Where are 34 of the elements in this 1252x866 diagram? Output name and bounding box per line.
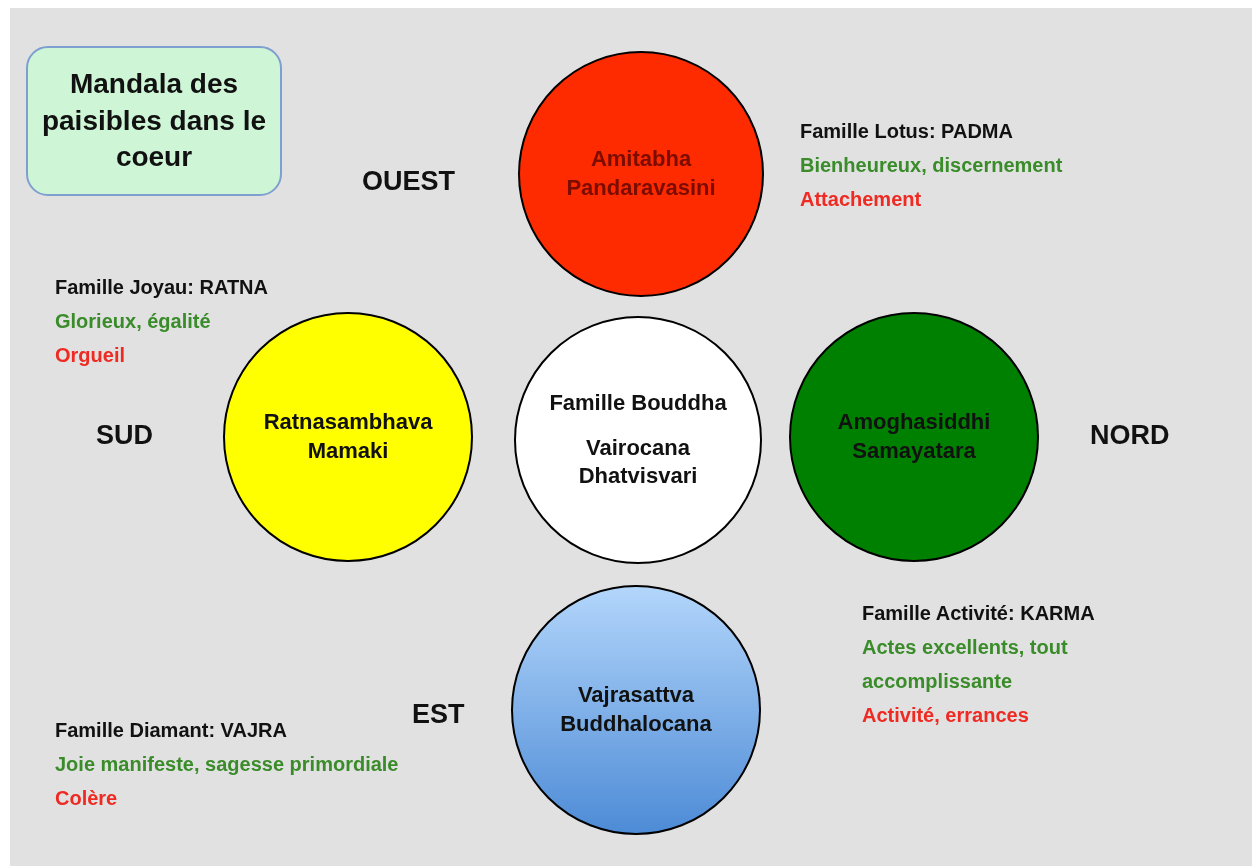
- circle-node: [511, 585, 761, 835]
- circle-text: Dhatvisvari: [578, 462, 698, 491]
- title-box: [26, 46, 282, 196]
- family-note: Attachement: [800, 187, 923, 212]
- circle-text: Pandaravasini: [566, 174, 716, 202]
- family-note: Orgueil: [55, 343, 126, 368]
- circle-node: [789, 312, 1039, 562]
- direction-label: SUD: [96, 420, 153, 451]
- circle-text: Amoghasiddhi: [837, 408, 991, 437]
- circle-node: [518, 51, 764, 297]
- family-note: Joie manifeste, sagesse primordiale: [55, 752, 399, 777]
- direction-label: EST: [412, 699, 465, 730]
- family-note: Famille Joyau: RATNA: [55, 275, 268, 300]
- circle-node: [514, 316, 762, 564]
- direction-label: NORD: [1090, 420, 1170, 451]
- circle-text: Amitabha: [590, 145, 692, 174]
- family-note: Bienheureux, discernement: [800, 153, 1063, 178]
- family-note: Glorieux, égalité: [55, 309, 212, 334]
- circle-text: Famille Bouddha: [549, 389, 727, 418]
- circle-text: Vairocana: [586, 433, 690, 462]
- family-note: Activité, errances: [862, 703, 1030, 728]
- circle-text: Samayatara: [852, 437, 976, 465]
- circle-text: Mamaki: [307, 437, 389, 465]
- circle-text: Buddhalocana: [560, 710, 712, 738]
- family-note: Famille Activité: KARMA: [862, 601, 1096, 626]
- family-note: Colère: [55, 786, 119, 811]
- circle-text: Ratnasambhava: [263, 408, 433, 437]
- circle-node: [223, 312, 473, 562]
- family-note: Famille Diamant: VAJRA: [55, 718, 288, 743]
- family-note: Actes excellents, tout accomplissante: [862, 635, 1069, 694]
- direction-label: OUEST: [362, 166, 455, 197]
- circle-text: Vajrasattva: [577, 681, 695, 710]
- family-note: Famille Lotus: PADMA: [800, 119, 1014, 144]
- title-text: Mandala des paisibles dans le coeur: [40, 67, 268, 175]
